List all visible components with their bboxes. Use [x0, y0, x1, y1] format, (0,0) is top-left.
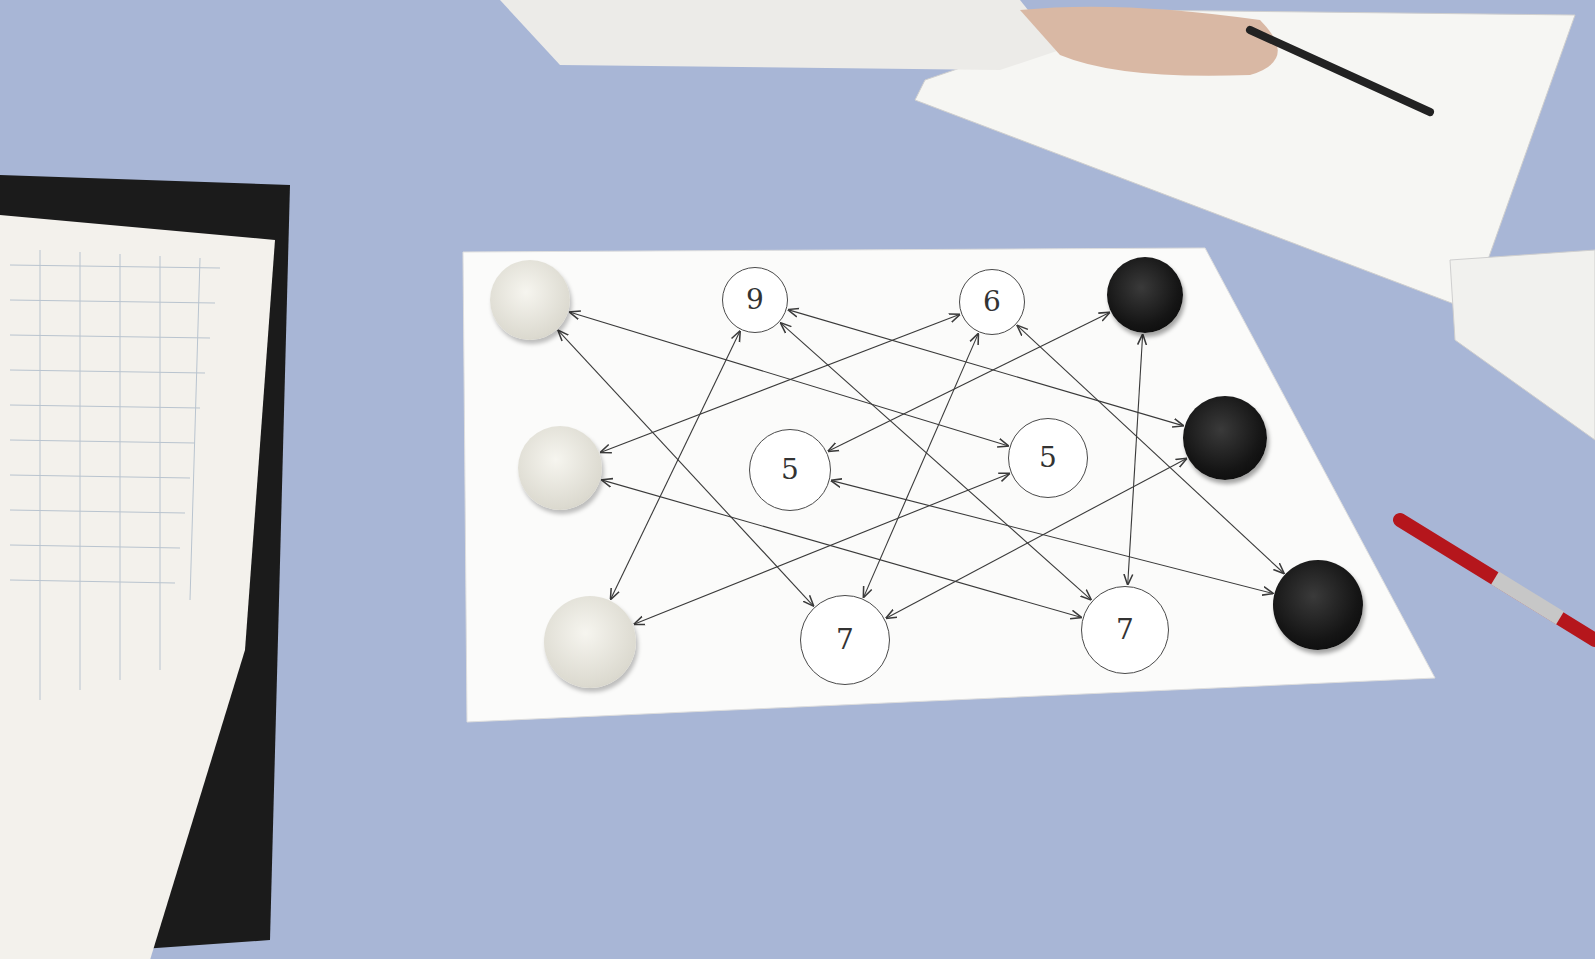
notebook-page: [0, 215, 275, 959]
black-piece: [1107, 257, 1183, 333]
move-arrow: [570, 312, 1008, 445]
spot-number: 5: [1039, 444, 1057, 472]
black-piece: [1183, 396, 1267, 480]
move-arrow: [864, 334, 978, 597]
board-spot: 6: [959, 269, 1025, 335]
sleeve: [500, 0, 1060, 70]
white-piece: [490, 260, 570, 340]
grid-lines: [10, 250, 220, 700]
move-arrow: [611, 332, 740, 599]
pen-clip: [1495, 578, 1560, 618]
move-arrow: [1128, 335, 1143, 584]
paper-sheet: [1450, 250, 1595, 440]
notebook-cover: [0, 175, 290, 959]
board-spot: 7: [1081, 586, 1169, 674]
spot-number: 6: [983, 288, 1001, 316]
white-piece: [544, 596, 636, 688]
pen: [1250, 30, 1430, 112]
board-spot: 9: [722, 267, 788, 333]
spot-number: 9: [746, 286, 764, 314]
spot-number: 7: [836, 626, 854, 654]
hand: [1020, 7, 1278, 76]
spot-number: 7: [1116, 616, 1134, 644]
red-pen: [1400, 520, 1595, 640]
game-sheet: [463, 248, 1435, 722]
spot-number: 5: [781, 456, 799, 484]
board-spot: 5: [749, 429, 831, 511]
board-spot: 5: [1008, 418, 1088, 498]
white-piece: [518, 426, 602, 510]
board-spot: 7: [800, 595, 890, 685]
black-piece: [1273, 560, 1363, 650]
